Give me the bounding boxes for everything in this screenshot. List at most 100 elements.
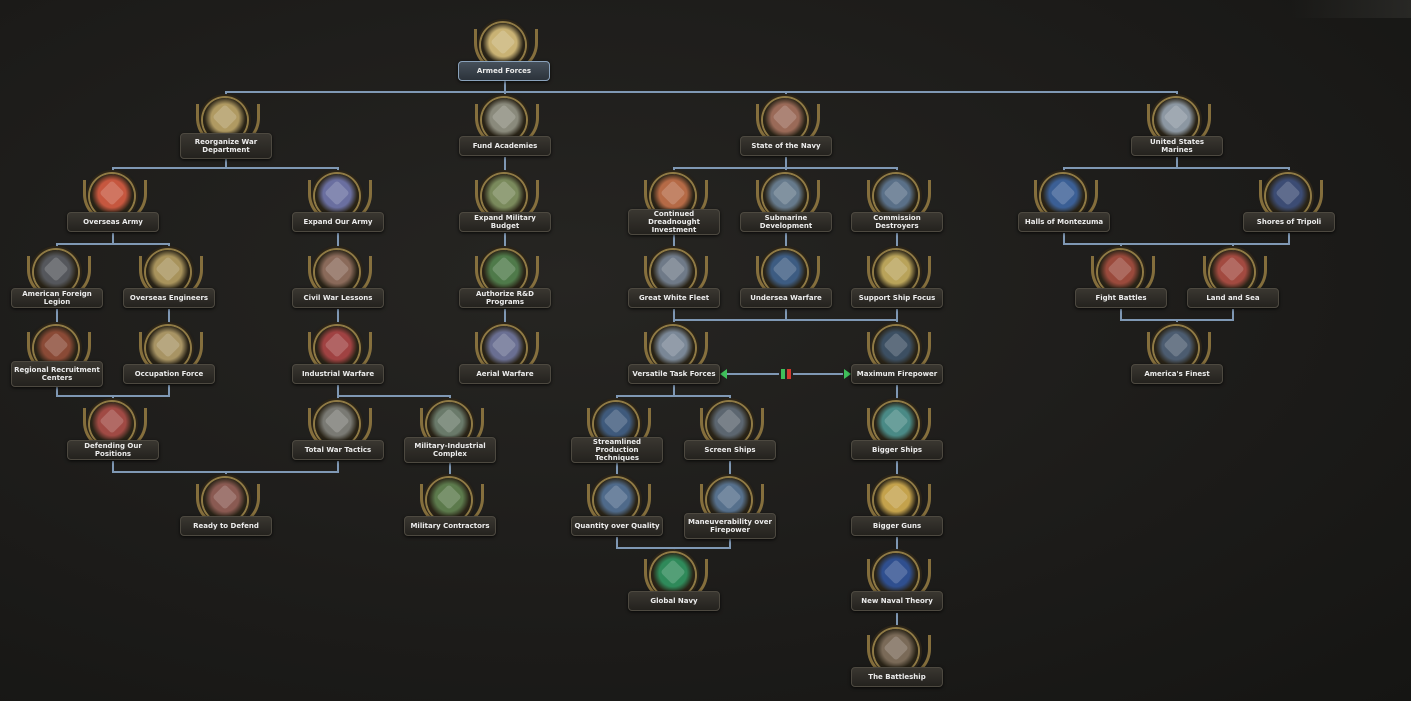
focus-new-naval-theory[interactable]: New Naval Theory	[851, 553, 943, 623]
focus-versatile-task-forces[interactable]: Versatile Task Forces	[628, 326, 720, 396]
focus-label: Regional Recruitment Centers	[11, 361, 103, 387]
focus-label: Expand Our Army	[292, 212, 384, 232]
focus-submarine-development[interactable]: Submarine Development	[740, 174, 832, 244]
focus-great-white-fleet[interactable]: Great White Fleet	[628, 250, 720, 320]
focus-fund-academies[interactable]: Fund Academies	[459, 98, 551, 168]
focus-maneuverability-over-firepower[interactable]: Maneuverability over Firepower	[684, 478, 776, 548]
contractor-crane-icon	[420, 478, 484, 527]
focus-label: Undersea Warfare	[740, 288, 832, 308]
focus-label: Civil War Lessons	[292, 288, 384, 308]
exclusive-arrow-left-icon	[720, 369, 727, 379]
focus-defending-our-positions[interactable]: Defending Our Positions	[67, 402, 159, 472]
focus-label: Fight Battles	[1075, 288, 1167, 308]
focus-authorize-rd-programs[interactable]: Authorize R&D Programs	[459, 250, 551, 320]
focus-label: Global Navy	[628, 591, 720, 611]
focus-military-contractors[interactable]: Military Contractors	[404, 478, 496, 548]
mutually-exclusive-icon	[780, 368, 792, 380]
focus-label: Military Contractors	[404, 516, 496, 536]
focus-expand-military-budget[interactable]: Expand Military Budget	[459, 174, 551, 244]
focus-industrial-warfare[interactable]: Industrial Warfare	[292, 326, 384, 396]
focus-regional-recruitment-centers[interactable]: Regional Recruitment Centers	[11, 326, 103, 396]
focus-fight-battles[interactable]: Fight Battles	[1075, 250, 1167, 320]
focus-quantity-over-quality[interactable]: Quantity over Quality	[571, 478, 663, 548]
focus-label: Versatile Task Forces	[628, 364, 720, 384]
focus-label: Total War Tactics	[292, 440, 384, 460]
focus-bigger-guns[interactable]: Bigger Guns	[851, 478, 943, 548]
focus-ready-to-defend[interactable]: Ready to Defend	[180, 478, 272, 548]
focus-label: Maximum Firepower	[851, 364, 943, 384]
focus-aerial-warfare[interactable]: Aerial Warfare	[459, 326, 551, 396]
focus-streamlined-production-techniques[interactable]: Streamlined Production Techniques	[571, 402, 663, 472]
focus-label: New Naval Theory	[851, 591, 943, 611]
focus-label: Screen Ships	[684, 440, 776, 460]
focus-label: Defending Our Positions	[67, 440, 159, 460]
focus-civil-war-lessons[interactable]: Civil War Lessons	[292, 250, 384, 320]
focus-bigger-ships[interactable]: Bigger Ships	[851, 402, 943, 472]
focus-label: Aerial Warfare	[459, 364, 551, 384]
focus-label: Shores of Tripoli	[1243, 212, 1335, 232]
big-ship-icon	[867, 402, 931, 451]
focus-label: State of the Navy	[740, 136, 832, 156]
focus-expand-our-army[interactable]: Expand Our Army	[292, 174, 384, 244]
marine-shield-icon	[1147, 326, 1211, 375]
focus-label: Commission Destroyers	[851, 212, 943, 232]
focus-undersea-warfare[interactable]: Undersea Warfare	[740, 250, 832, 320]
focus-total-war-tactics[interactable]: Total War Tactics	[292, 402, 384, 472]
focus-label: Bigger Guns	[851, 516, 943, 536]
focus-label: Great White Fleet	[628, 288, 720, 308]
anchor-badge-icon	[1259, 174, 1323, 223]
focus-overseas-engineers[interactable]: Overseas Engineers	[123, 250, 215, 320]
focus-shores-of-tripoli[interactable]: Shores of Tripoli	[1243, 174, 1335, 244]
focus-label: Armed Forces	[458, 61, 550, 81]
focus-label: America's Finest	[1131, 364, 1223, 384]
focus-label: Occupation Force	[123, 364, 215, 384]
anchor-shield-icon	[867, 326, 931, 375]
focus-label: Support Ship Focus	[851, 288, 943, 308]
window-edge-decoration	[1291, 0, 1411, 18]
focus-label: Submarine Development	[740, 212, 832, 232]
focus-label: Streamlined Production Techniques	[571, 437, 663, 463]
focus-label: Industrial Warfare	[292, 364, 384, 384]
crossed-planes-icon	[475, 326, 539, 375]
focus-label: Halls of Montezuma	[1018, 212, 1110, 232]
focus-state-of-the-navy[interactable]: State of the Navy	[740, 98, 832, 168]
focus-the-battleship[interactable]: The Battleship	[851, 629, 943, 699]
focus-maximum-firepower[interactable]: Maximum Firepower	[851, 326, 943, 396]
focus-label: Maneuverability over Firepower	[684, 513, 776, 539]
focus-reorganize-war-department[interactable]: Reorganize War Department	[180, 98, 272, 168]
focus-label: Overseas Army	[67, 212, 159, 232]
focus-support-ship-focus[interactable]: Support Ship Focus	[851, 250, 943, 320]
submarine-icon	[756, 174, 820, 223]
focus-screen-ships[interactable]: Screen Ships	[684, 402, 776, 472]
focus-label: Continued Dreadnought Investment	[628, 209, 720, 235]
focus-armed-forces[interactable]: Armed Forces	[458, 23, 550, 93]
focus-commission-destroyers[interactable]: Commission Destroyers	[851, 174, 943, 244]
focus-label: United States Marines	[1131, 136, 1223, 156]
focus-overseas-army[interactable]: Overseas Army	[67, 174, 159, 244]
focus-label: Ready to Defend	[180, 516, 272, 536]
focus-label: American Foreign Legion	[11, 288, 103, 308]
focus-label: Military-Industrial Complex	[404, 437, 496, 463]
gear-wheel-icon	[700, 402, 764, 451]
focus-label: Reorganize War Department	[180, 133, 272, 159]
focus-military-industrial-complex[interactable]: Military-Industrial Complex	[404, 402, 496, 472]
excavator-icon	[139, 250, 203, 299]
focus-land-and-sea[interactable]: Land and Sea	[1187, 250, 1279, 320]
focus-americas-finest[interactable]: America's Finest	[1131, 326, 1223, 396]
crossed-sabers-icon	[308, 250, 372, 299]
focus-continued-dreadnought-investment[interactable]: Continued Dreadnought Investment	[628, 174, 720, 244]
focus-label: Bigger Ships	[851, 440, 943, 460]
exclusive-green-half	[781, 369, 785, 379]
focus-global-navy[interactable]: Global Navy	[628, 553, 720, 623]
focus-halls-of-montezuma[interactable]: Halls of Montezuma	[1018, 174, 1110, 244]
focus-label: Fund Academies	[459, 136, 551, 156]
focus-united-states-marines[interactable]: United States Marines	[1131, 98, 1223, 168]
focus-american-foreign-legion[interactable]: American Foreign Legion	[11, 250, 103, 320]
exclusive-red-half	[787, 369, 791, 379]
focus-label: Authorize R&D Programs	[459, 288, 551, 308]
focus-label: Land and Sea	[1187, 288, 1279, 308]
focus-label: Overseas Engineers	[123, 288, 215, 308]
exclusive-arrow-right-icon	[844, 369, 851, 379]
focus-occupation-force[interactable]: Occupation Force	[123, 326, 215, 396]
